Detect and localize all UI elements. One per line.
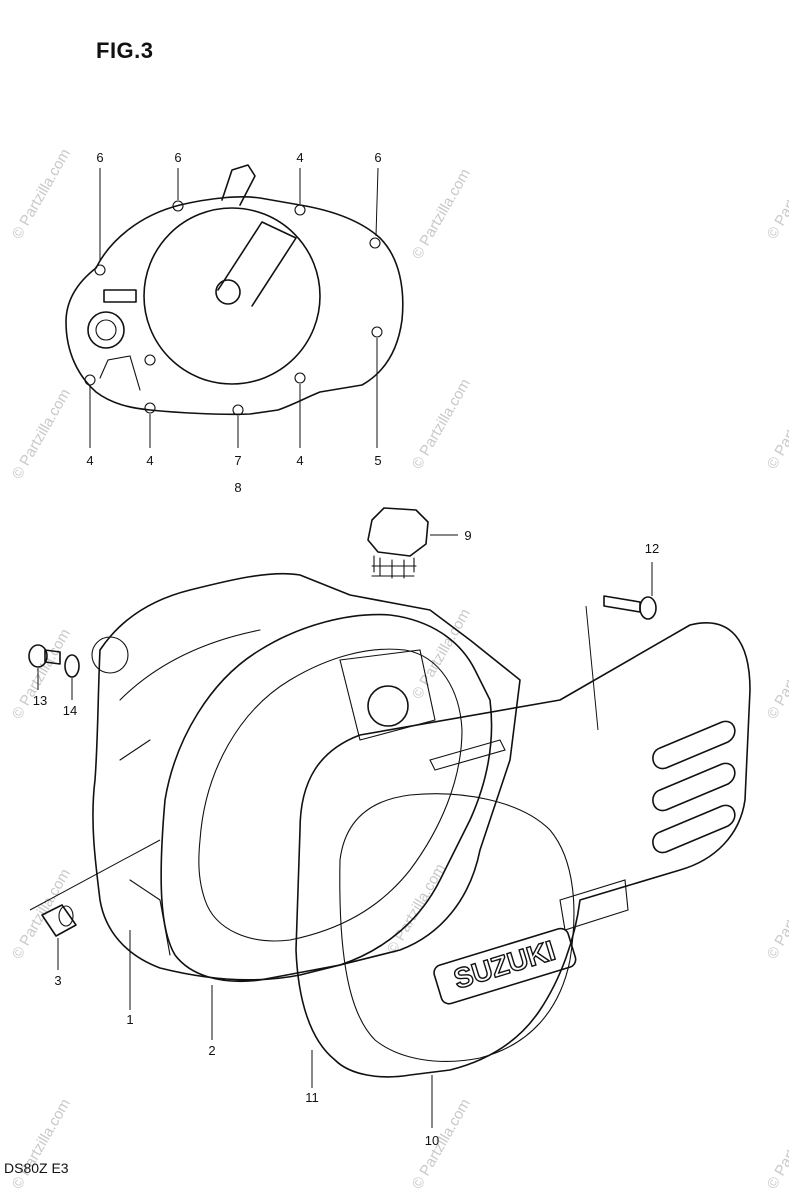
bolt-head [28,644,48,668]
bolt-hole [144,354,156,366]
callout-label: 1 [126,1012,133,1027]
callout-label: 9 [464,528,471,543]
screw-head [639,596,657,620]
lower-crankcase-view: SUZUKI [28,507,751,1128]
screw-shank [603,595,641,613]
watermark: © Partzilla.com [764,626,789,722]
magneto-cover-plate [559,879,629,931]
upper-clutch-cover-circle [143,207,321,385]
model-code: DS80Z E3 [4,1160,69,1176]
upper-drive-shaft [217,221,297,307]
bolt-hole [371,326,383,338]
upper-leaders [89,167,379,448]
figure-title: FIG.3 [96,38,154,63]
upper-filler-tube [221,164,256,206]
suzuki-logo: SUZUKI [433,927,577,1005]
bolt-hole [232,404,244,416]
logo-frame [433,927,577,1005]
watermark: © Partzilla.com [9,386,74,482]
magneto-cover-rim [339,793,575,1062]
dowel-pin-end [58,905,74,927]
watermark: © Partzilla.com [764,1096,789,1192]
callout-label: 10 [425,1133,439,1148]
bolt-shank [44,649,61,665]
watermark: © Partzilla.com [764,376,789,472]
guide-line [585,605,599,731]
watermark: © Partzilla.com [409,166,474,262]
watermark: © Partzilla.com [9,1096,74,1192]
vent-slot [652,804,736,854]
leader-line [375,167,379,237]
logo-text: SUZUKI [450,935,559,995]
bolt-hole [294,204,306,216]
watermark: © Partzilla.com [764,866,789,962]
callout-label: 4 [296,453,303,468]
upper-bolt-holes [84,200,383,416]
upper-cover-view [65,164,404,448]
upper-shaft-boss [215,279,241,305]
magneto-cover-ridge [429,739,506,771]
callout-labels: 6 6 4 6 4 4 7 8 4 5 9 12 13 14 3 1 2 11 … [33,150,659,1148]
callout-label: 4 [296,150,303,165]
vent-slots [652,720,736,854]
crankcase-cover-outline [92,572,521,981]
bolt-hole [294,372,306,384]
watermark: © Partzilla.com [764,146,789,242]
crankcase-cover-boss [91,636,129,674]
lower-leaders [29,534,653,1128]
upper-kickstart-seal [87,311,125,349]
shaft-boss [367,685,409,727]
washer-14 [64,654,80,678]
callout-label: 2 [208,1043,215,1058]
bolt-13 [28,644,61,668]
callout-label: 14 [63,703,77,718]
bolt-hole [369,237,381,249]
callout-label: 6 [174,150,181,165]
callout-label: 11 [305,1090,319,1105]
bolt-hole [144,402,156,414]
callout-label: 7 [234,453,241,468]
upper-kickstart-seal-inner [95,319,117,341]
callout-label: 3 [54,973,61,988]
callout-label: 13 [33,693,47,708]
watermark: © Partzilla.com [9,866,74,962]
callout-label: 8 [234,480,241,495]
upper-lower-bracket [99,355,141,391]
oil-filler-cap [367,507,429,557]
bearing-housing [339,649,436,741]
callout-label: 6 [96,150,103,165]
dowel-pin [41,904,77,937]
watermark: © Partzilla.com [9,146,74,242]
bolt-hole [94,264,106,276]
vent-slot [652,720,736,770]
watermark: © Partzilla.com [409,376,474,472]
vent-slot [652,762,736,812]
upper-oil-level-window [103,289,137,303]
callout-label: 4 [146,453,153,468]
bolt-hole [172,200,184,212]
crankcase-cover-rim [119,629,261,956]
callout-label: 4 [86,453,93,468]
upper-gasket-outline [65,196,404,416]
screw-12 [603,595,657,620]
callout-label: 12 [645,541,659,556]
callout-label: 5 [374,453,381,468]
guide-line [29,839,161,911]
watermark: © Partzilla.com [409,1096,474,1192]
watermark-layer: © Partzilla.com © Partzilla.com © Partzi… [9,146,789,1192]
gasket-inner-edge [198,648,463,942]
oil-filler-cap-thread [371,555,417,579]
magneto-cover-outline [295,622,751,1078]
callout-label: 6 [374,150,381,165]
bolt-hole [84,374,96,386]
